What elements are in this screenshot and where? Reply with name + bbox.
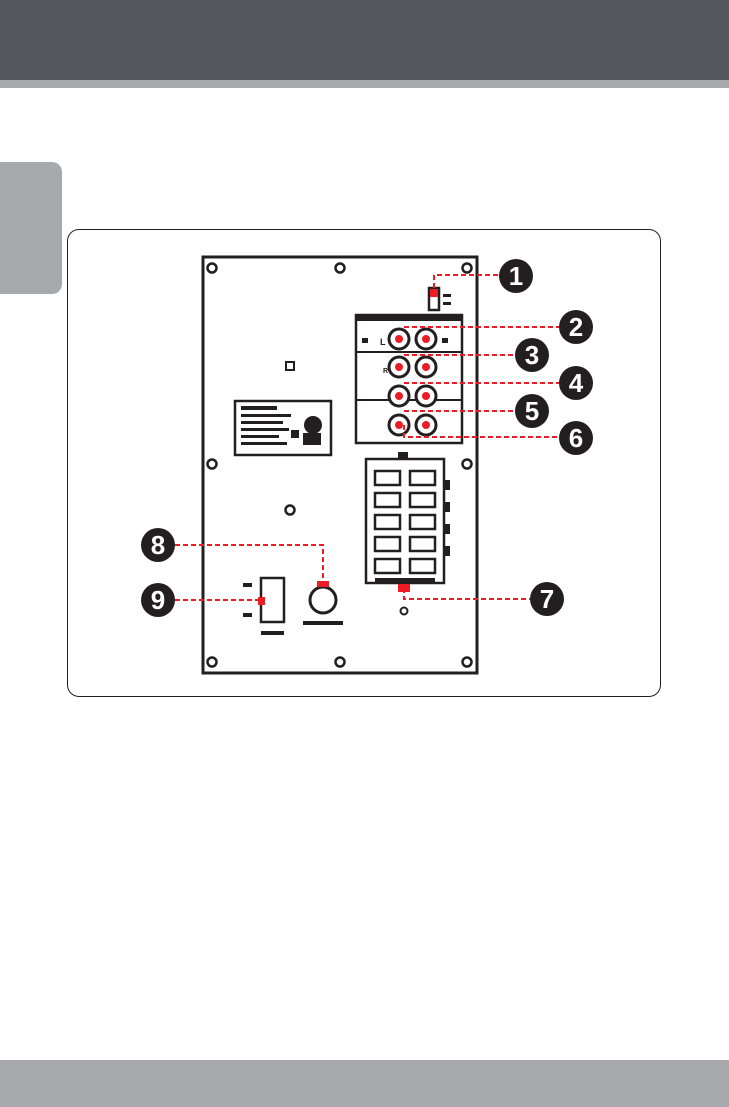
screw <box>463 460 472 469</box>
callout-badge-1: 1 <box>499 259 533 293</box>
rating-label <box>235 401 331 455</box>
screw <box>336 264 345 273</box>
callout-number-6: 6 <box>569 423 583 453</box>
callout-badge-6: 6 <box>559 421 593 455</box>
callout-badge-4: 4 <box>559 366 593 400</box>
callout-number-4: 4 <box>569 368 584 398</box>
callout-badge-8: 8 <box>141 528 175 562</box>
callout-number-5: 5 <box>525 396 539 426</box>
callout-badge-2: 2 <box>559 310 593 344</box>
screw <box>463 264 472 273</box>
jack-label-left: L <box>380 337 386 347</box>
callout-number-3: 3 <box>525 340 539 370</box>
callout-number-2: 2 <box>569 312 583 342</box>
small-square-mark <box>286 362 294 370</box>
callout-badge-3: 3 <box>515 338 549 372</box>
callout-number-8: 8 <box>151 530 165 560</box>
screw <box>208 264 217 273</box>
callout-number-9: 9 <box>151 585 165 615</box>
jack-label-right: R <box>383 368 388 375</box>
callout-number-7: 7 <box>540 584 554 614</box>
screw <box>336 658 345 667</box>
screw <box>208 460 217 469</box>
callout-badge-9: 9 <box>141 583 175 617</box>
callout-badge-5: 5 <box>515 394 549 428</box>
screw <box>463 658 472 667</box>
rca-jack-block: L R <box>356 315 462 443</box>
callout-badge-7: 7 <box>530 582 564 616</box>
screw <box>286 506 295 515</box>
callout-number-1: 1 <box>509 261 523 291</box>
footer-bar <box>0 1060 729 1107</box>
screw <box>208 658 217 667</box>
